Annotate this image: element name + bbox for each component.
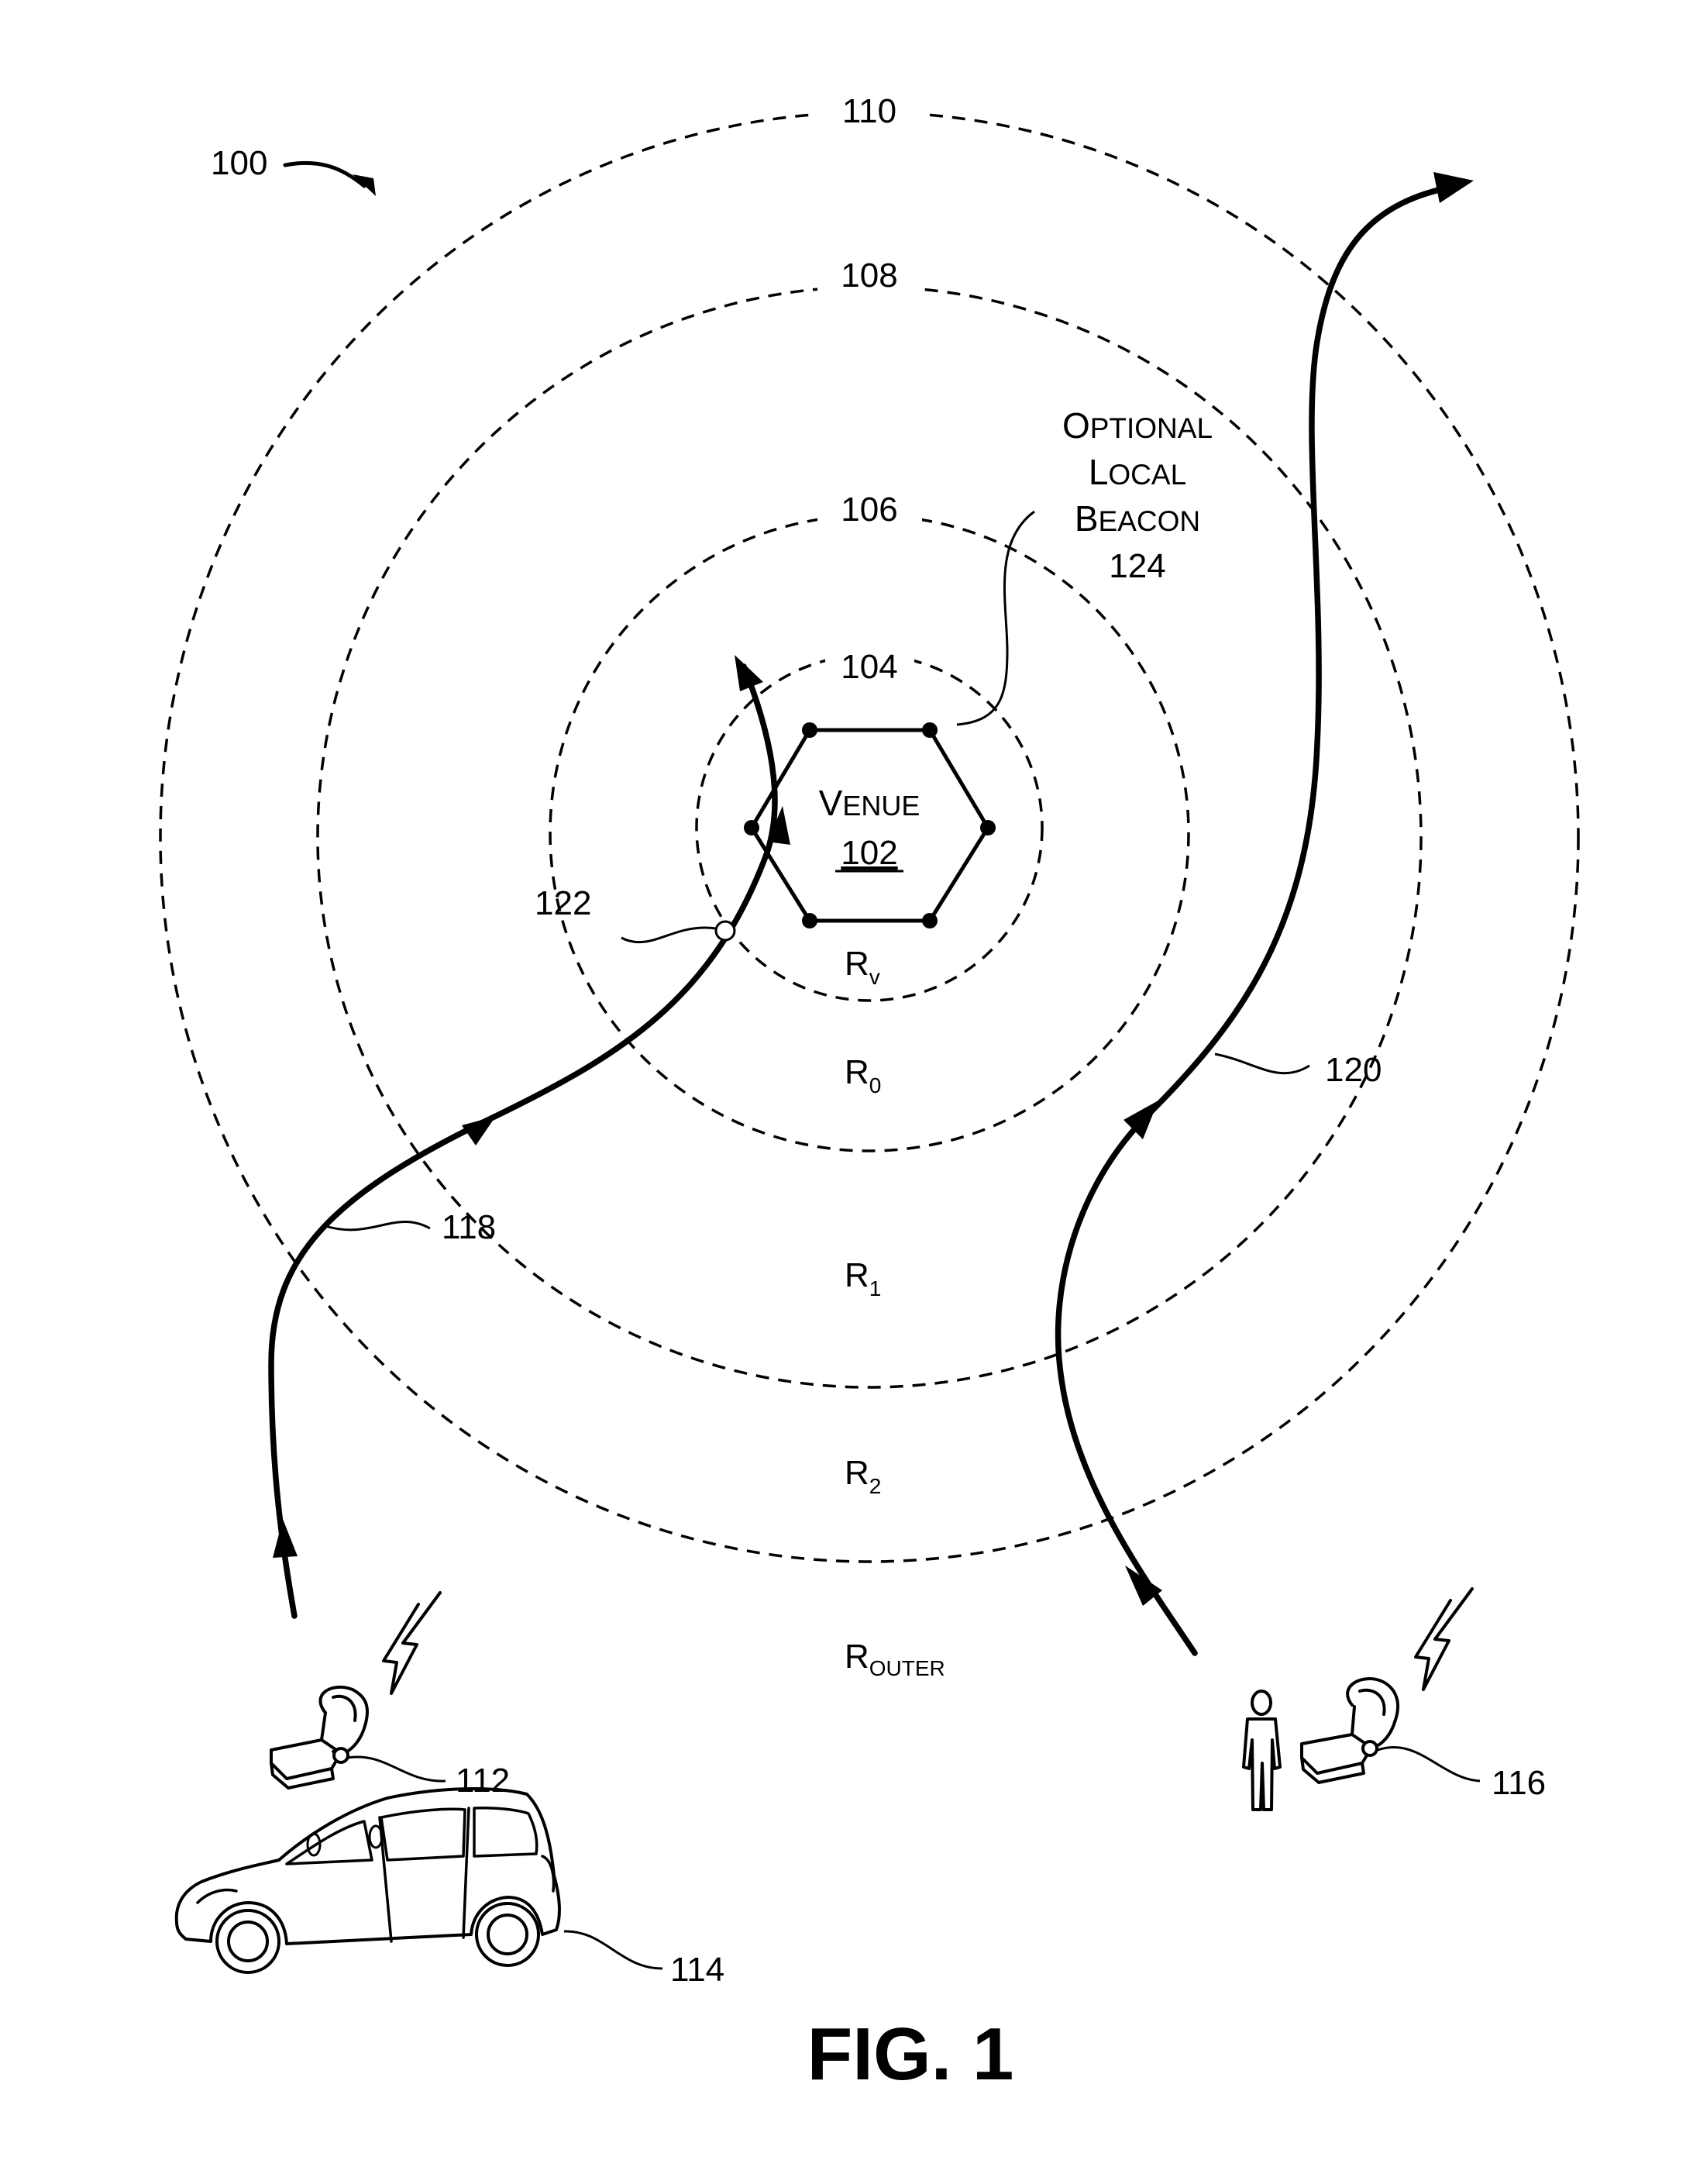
beacon-dot <box>802 722 817 738</box>
region-rv: Rv <box>845 945 880 989</box>
path-arrowhead <box>735 655 763 691</box>
beacon-dot <box>802 913 817 928</box>
venue-label: VENUE <box>819 783 920 823</box>
path-arrowhead <box>273 1519 298 1558</box>
mobile-device-icon <box>1302 1679 1398 1783</box>
crossing-leader-line <box>621 928 716 942</box>
vehicle-path <box>271 655 790 1616</box>
venue-number: 102 <box>841 834 897 872</box>
beacon-label-line1: OPTIONAL <box>1062 405 1213 446</box>
person-path-leader-line <box>1215 1054 1309 1073</box>
ring-106 <box>550 515 1189 1151</box>
figure-ref-arrow <box>285 163 364 186</box>
beacon-label-line3: BEACON <box>1075 498 1200 539</box>
person-path <box>1058 172 1474 1653</box>
region-r0: R0 <box>845 1053 881 1097</box>
ring-label-108: 108 <box>841 257 897 295</box>
car-icon <box>177 1789 559 1972</box>
path-arrowhead <box>462 1116 496 1145</box>
device-112-label: 112 <box>456 1762 510 1800</box>
beacon-leader-line <box>957 512 1034 725</box>
beacon-dot <box>922 913 938 928</box>
person-path-label: 120 <box>1325 1051 1382 1089</box>
beacon-dot <box>744 820 759 835</box>
figure-caption: FIG. 1 <box>807 2013 1014 2096</box>
crossing-point-marker <box>716 921 735 940</box>
vehicle-path-label: 118 <box>442 1208 496 1246</box>
region-outer: ROUTER <box>845 1638 945 1680</box>
ring-label-106: 106 <box>841 491 897 529</box>
crossing-point-label: 122 <box>535 884 591 922</box>
region-r2: R2 <box>845 1454 881 1498</box>
wireless-signal-icon <box>1416 1589 1472 1690</box>
vehicle-114-leader-line <box>564 1931 662 1969</box>
device-116-leader-line <box>1378 1747 1480 1781</box>
figure-ref-arrowhead <box>353 174 376 196</box>
figure-ref-label: 100 <box>211 144 267 182</box>
device-116-label: 116 <box>1492 1764 1546 1802</box>
vehicle-path-leader-line <box>325 1222 430 1230</box>
wireless-signal-icon <box>384 1593 440 1693</box>
vehicle-114-label: 114 <box>670 1951 724 1989</box>
ring-label-110: 110 <box>842 92 896 130</box>
person-icon <box>1244 1691 1280 1810</box>
device-112-leader-line <box>347 1757 446 1781</box>
beacon-callout: OPTIONAL LOCAL BEACON 124 <box>957 405 1213 725</box>
ring-label-104: 104 <box>841 648 897 686</box>
beacon-dot <box>922 722 938 738</box>
mobile-device-icon <box>271 1687 367 1788</box>
region-r1: R1 <box>845 1256 881 1300</box>
beacon-number: 124 <box>1109 547 1165 585</box>
beacon-dot <box>980 820 996 835</box>
path-arrowhead <box>1433 172 1474 203</box>
beacon-label-line2: LOCAL <box>1089 452 1186 492</box>
